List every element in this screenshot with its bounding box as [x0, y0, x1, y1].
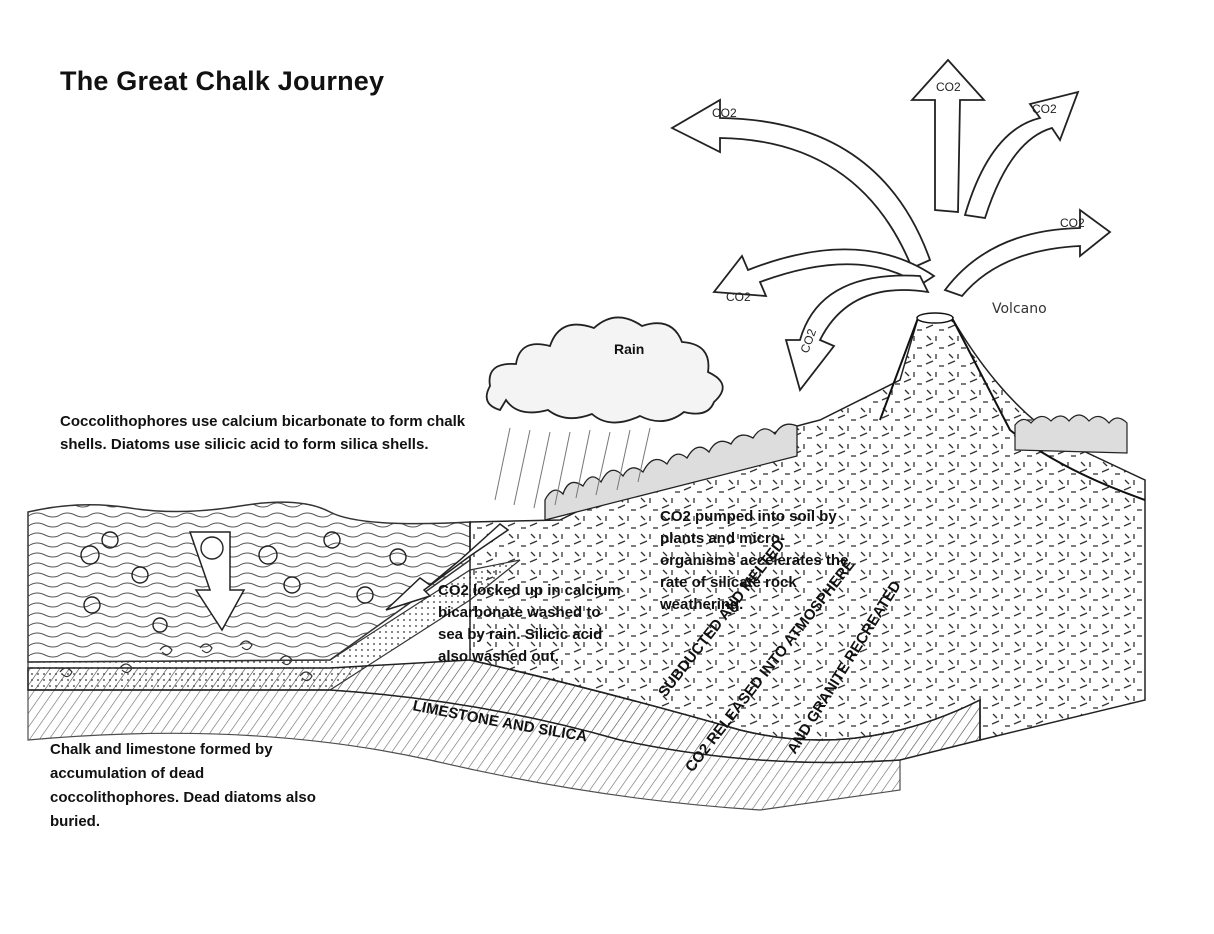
co2-arrow-right	[945, 210, 1110, 296]
co2-arrow-up-right	[965, 92, 1078, 218]
caption-chalk-limestone: Chalk and limestone formed by accumulati…	[50, 738, 330, 834]
rain-label: Rain	[614, 341, 644, 357]
co2-label: CO2	[936, 80, 961, 94]
volcano-crater	[917, 313, 953, 323]
diagram-title: The Great Chalk Journey	[60, 66, 384, 97]
caption-co2-locked: CO2 locked up in calcium bicarbonate was…	[438, 580, 623, 668]
caption-coccolithophores: Coccolithophores use calcium bicarbonate…	[60, 410, 470, 456]
co2-label: CO2	[726, 290, 751, 304]
co2-label: CO2	[1060, 216, 1085, 230]
rain-cloud	[487, 317, 723, 422]
co2-label: CO2	[712, 106, 737, 120]
co2-arrow-left-large	[672, 100, 930, 268]
volcano-label: Volcano	[992, 301, 1047, 317]
co2-label: CO2	[1032, 102, 1057, 116]
